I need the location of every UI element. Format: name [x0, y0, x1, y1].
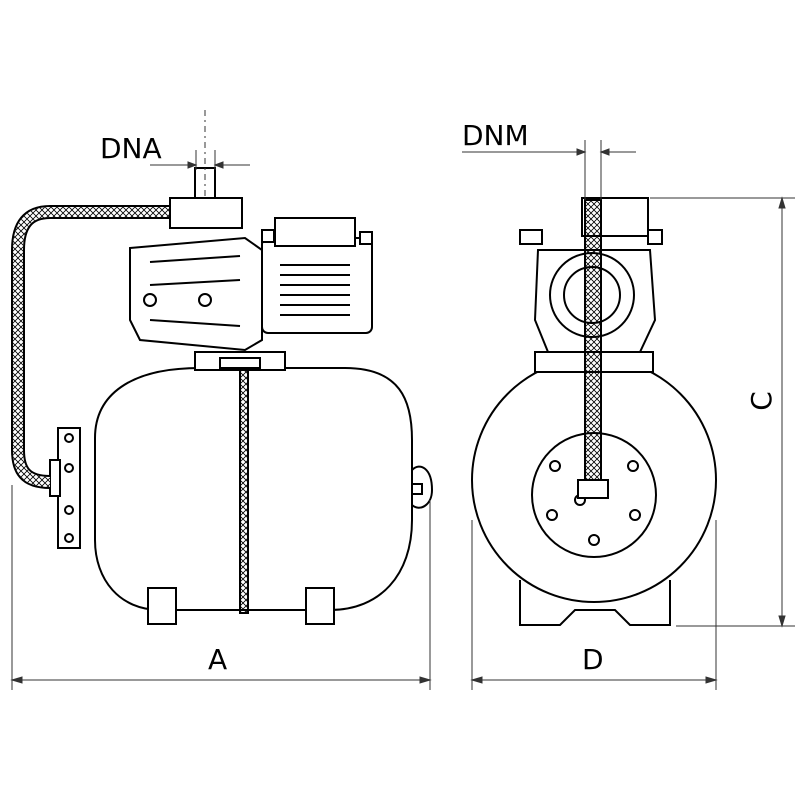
- terminal-box: [275, 218, 355, 246]
- front-view: [472, 198, 716, 625]
- label-d: D: [582, 643, 604, 676]
- tank-foot-left: [148, 588, 176, 624]
- label-dna: DNA: [100, 132, 162, 165]
- hose-front: [585, 200, 601, 495]
- label-dnm: DNM: [462, 119, 529, 152]
- side-view: [18, 168, 432, 624]
- tank-strap: [240, 368, 248, 613]
- tank-body-side: [95, 368, 412, 610]
- label-c: C: [744, 391, 778, 411]
- label-a: A: [208, 643, 228, 676]
- tank-cap-valve: [412, 484, 422, 494]
- pump-body-side: [130, 238, 262, 350]
- outlet-block: [170, 198, 242, 228]
- front-feet: [520, 580, 670, 625]
- dimension-lines: [12, 110, 795, 690]
- tank-foot-right: [306, 588, 334, 624]
- flange-side: [58, 428, 80, 548]
- tank-end-cap: [412, 467, 432, 508]
